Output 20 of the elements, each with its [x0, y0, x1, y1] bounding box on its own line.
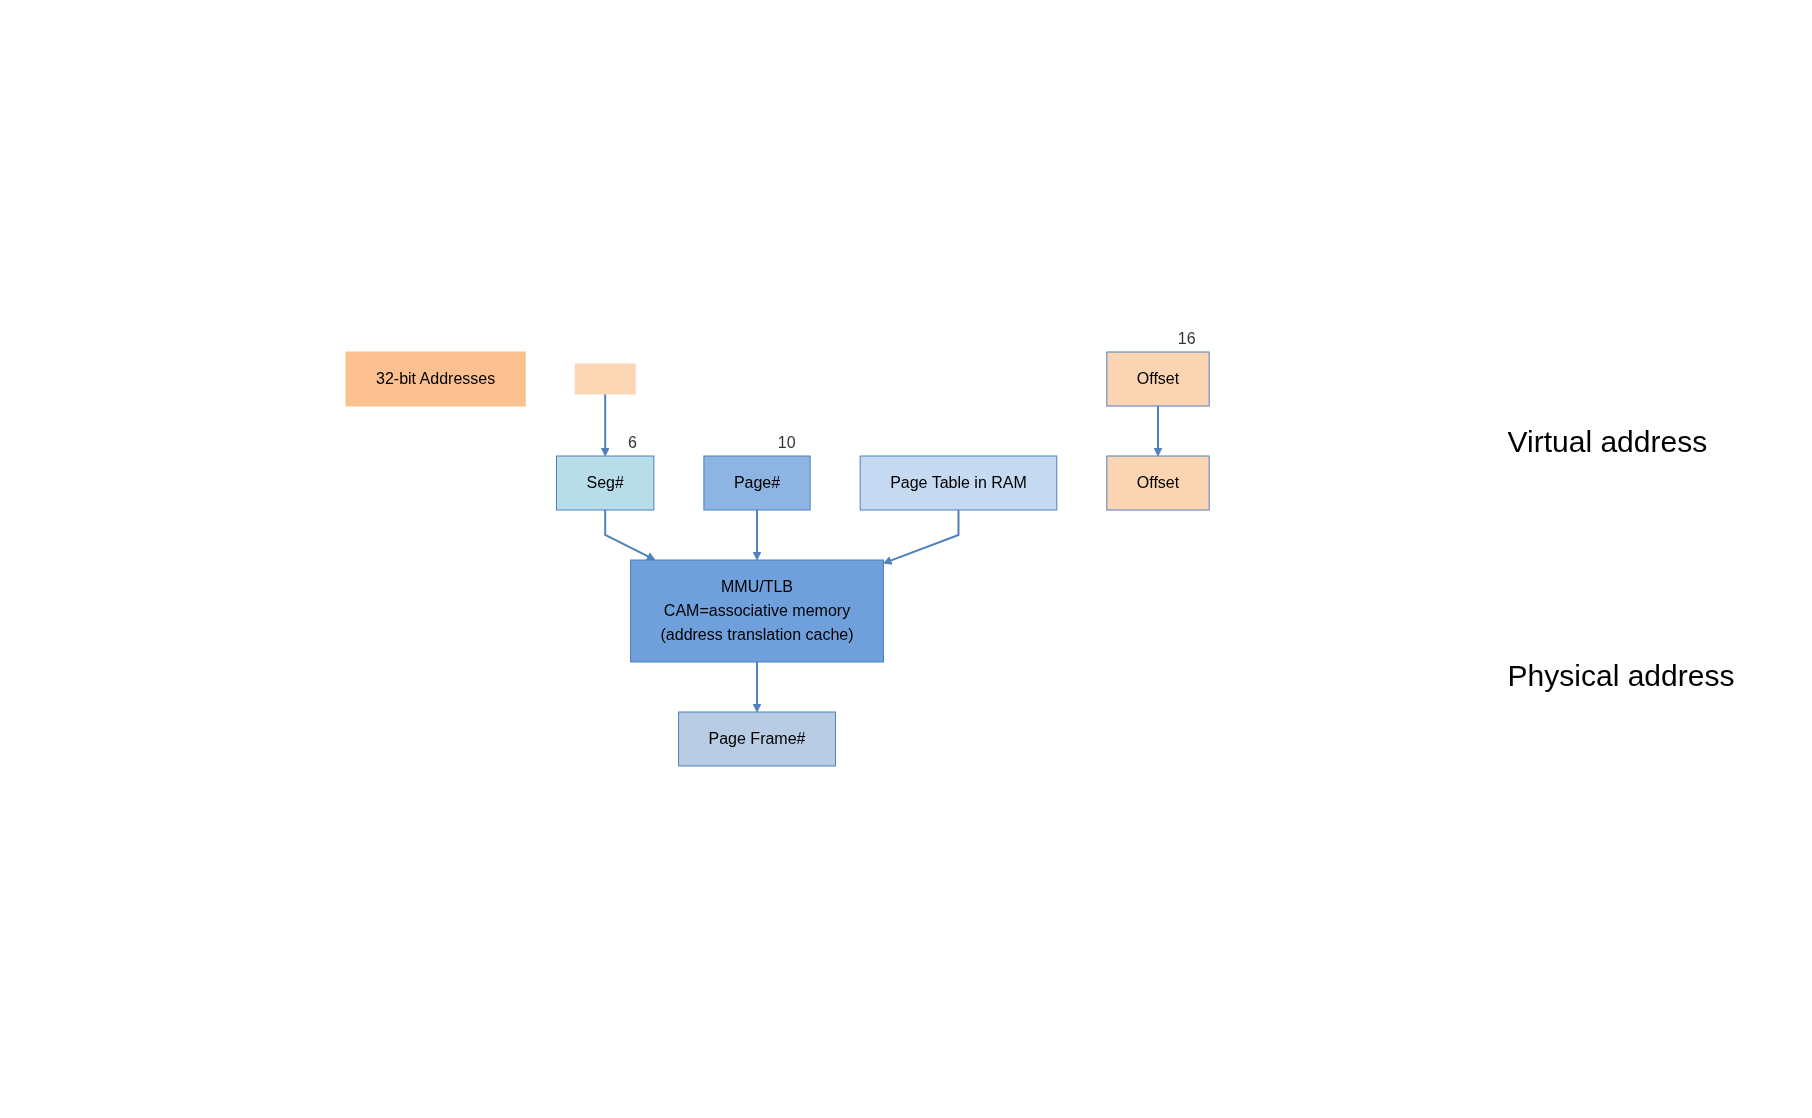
address-caption: Virtual address — [1507, 425, 1709, 459]
node-box: Seg# — [556, 455, 655, 511]
node-box: Offset — [1106, 455, 1210, 511]
arrow — [1153, 405, 1163, 457]
address-caption: Physical address — [1507, 659, 1735, 693]
arrow — [604, 509, 656, 561]
node-box: Page Table in RAM — [859, 455, 1058, 511]
bit-count: 10 — [777, 434, 796, 451]
arrow — [752, 661, 762, 713]
node-box: Offset — [1106, 351, 1210, 407]
node-box: MMU/TLB CAM=associative memory (address translation cache) — [630, 559, 884, 663]
node-box: Page Frame# — [678, 711, 836, 767]
arrow — [600, 393, 610, 457]
bit-count: 6 — [628, 434, 637, 451]
bit-count: 16 — [1177, 330, 1196, 347]
node-box: 32-bit Addresses — [345, 351, 526, 407]
arrow — [752, 509, 762, 561]
node-box — [574, 363, 636, 395]
node-box: Page# — [703, 455, 811, 511]
arrow — [883, 509, 960, 565]
